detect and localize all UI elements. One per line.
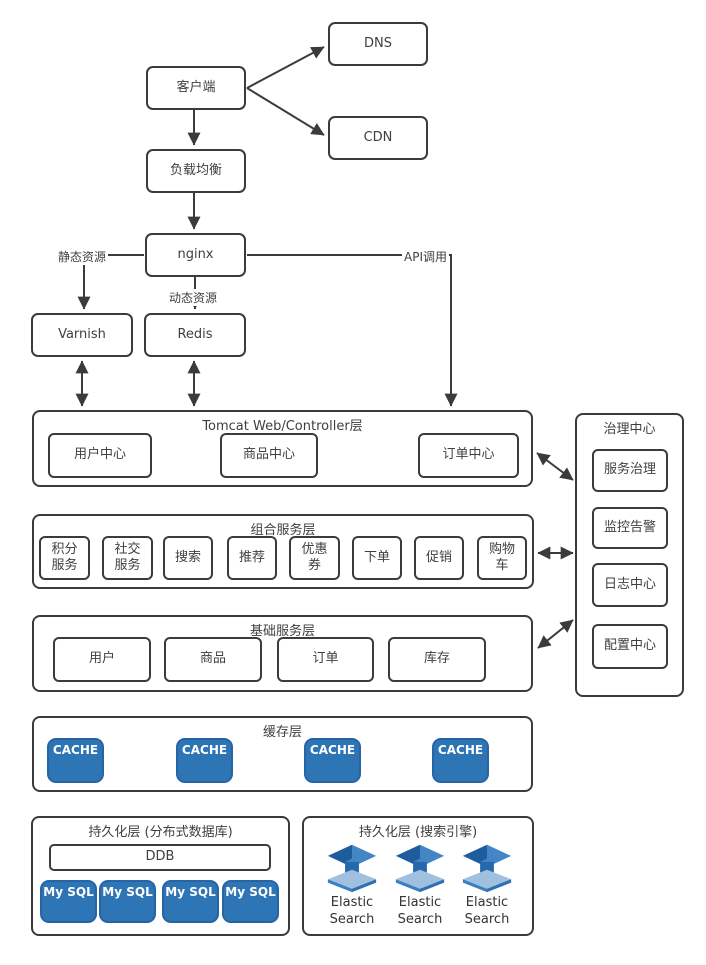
mysql-node-2: My SQL	[99, 880, 156, 923]
elasticsearch-node-1: Elastic Search	[318, 843, 386, 929]
composite-item-points-service: 积分 服务	[39, 536, 90, 580]
composite-item-coupon: 优惠 券	[289, 536, 340, 580]
governance-item-monitoring-alert: 监控告警	[592, 507, 668, 549]
tomcat-item-order-center: 订单中心	[418, 433, 519, 478]
composite-item-place-order: 下单	[352, 536, 402, 580]
composite-item-promotion: 促销	[414, 536, 464, 580]
layer-base-title: 基础服务层	[249, 624, 315, 639]
layer-persistence-db-title: 持久化层 (分布式数据库)	[88, 825, 233, 840]
governance-title: 治理中心	[603, 422, 656, 437]
elasticsearch-icon	[395, 844, 445, 893]
governance-item-service-governance: 服务治理	[592, 449, 668, 492]
db-ddb-node: DDB	[49, 844, 271, 871]
cache-node-4: CACHE	[432, 738, 489, 783]
arrow-nginx-api-tomcat	[247, 254, 458, 407]
layer-persistence-search-title: 持久化层 (搜索引擎)	[358, 825, 478, 840]
elasticsearch-label: Elastic Search	[397, 895, 443, 927]
layer-tomcat-title: Tomcat Web/Controller层	[202, 419, 363, 434]
arrow-client-dns	[246, 46, 325, 89]
composite-item-recommend: 推荐	[227, 536, 277, 580]
tomcat-item-product-center: 商品中心	[220, 433, 318, 478]
arrow-client-cdn	[246, 87, 325, 136]
base-item-inventory: 库存	[388, 637, 486, 682]
cache-node-3: CACHE	[304, 738, 361, 783]
mysql-node-1: My SQL	[40, 880, 97, 923]
mysql-node-4: My SQL	[222, 880, 279, 923]
edge-label-dynamic-resources: 动态资源	[167, 289, 220, 306]
composite-item-search: 搜索	[163, 536, 213, 580]
node-client: 客户端	[146, 66, 246, 110]
layer-composite-title: 组合服务层	[250, 523, 316, 538]
composite-item-shopping-cart: 购物 车	[477, 536, 527, 580]
node-dns: DNS	[328, 22, 428, 66]
governance-item-config-center: 配置中心	[592, 624, 668, 669]
node-cdn: CDN	[328, 116, 428, 160]
edge-label-api-call: API调用	[402, 248, 449, 265]
elasticsearch-node-3: Elastic Search	[453, 843, 521, 929]
base-item-order: 订单	[277, 637, 374, 682]
arrow-tomcat-governance	[536, 452, 574, 481]
node-redis: Redis	[144, 313, 246, 357]
elasticsearch-icon	[462, 844, 512, 893]
elasticsearch-label: Elastic Search	[464, 895, 510, 927]
composite-item-social-service: 社交 服务	[102, 536, 153, 580]
elasticsearch-label: Elastic Search	[329, 895, 375, 927]
elasticsearch-node-2: Elastic Search	[386, 843, 454, 929]
node-load-balancer: 负载均衡	[146, 149, 246, 193]
base-item-product: 商品	[164, 637, 262, 682]
edge-label-static-resources: 静态资源	[56, 248, 109, 265]
arrow-base-governance	[537, 619, 574, 649]
cache-node-2: CACHE	[176, 738, 233, 783]
governance-item-log-center: 日志中心	[592, 563, 668, 607]
cache-node-1: CACHE	[47, 738, 104, 783]
node-varnish: Varnish	[31, 313, 133, 357]
layer-cache-title: 缓存层	[262, 725, 302, 740]
base-item-user: 用户	[53, 637, 151, 682]
node-nginx: nginx	[145, 233, 246, 277]
tomcat-item-user-center: 用户中心	[48, 433, 152, 478]
mysql-node-3: My SQL	[162, 880, 219, 923]
elasticsearch-icon	[327, 844, 377, 893]
